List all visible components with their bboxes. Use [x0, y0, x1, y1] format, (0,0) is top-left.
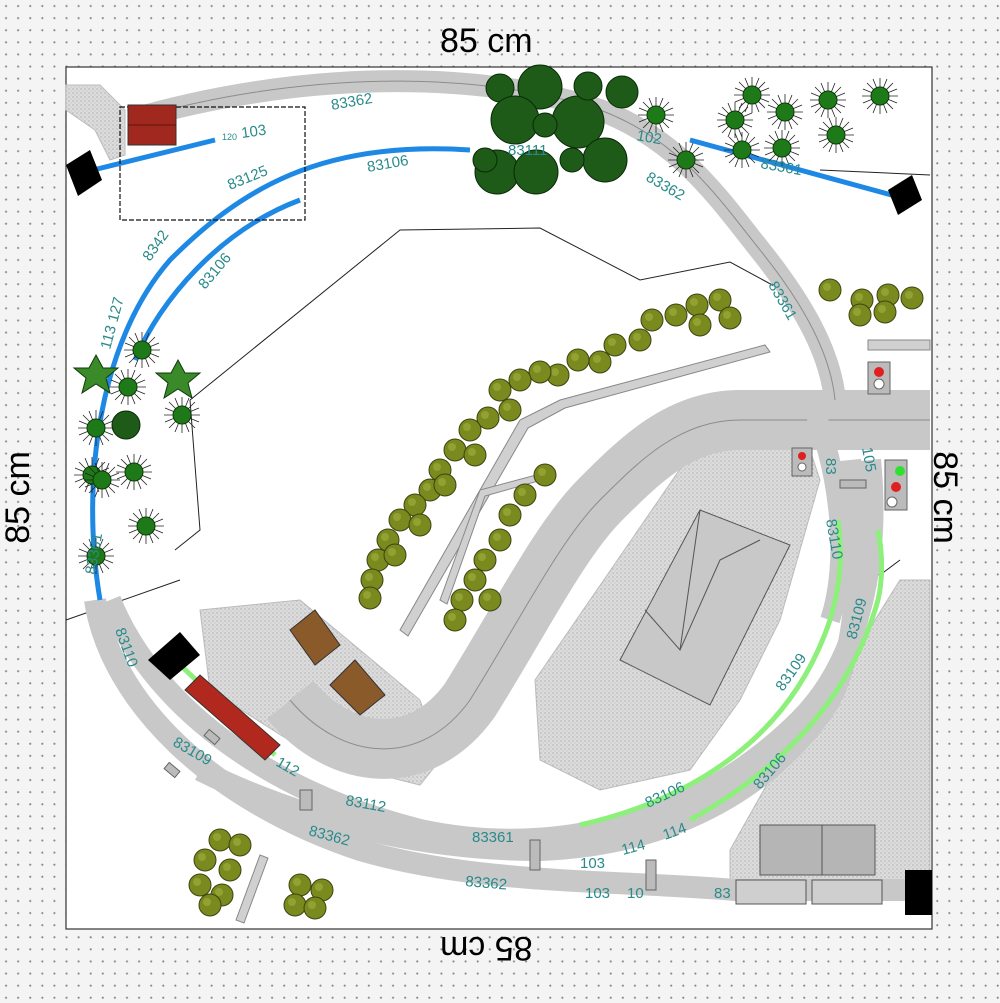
dimension-top: 85 cm [440, 22, 533, 60]
track-label: 103 [585, 885, 610, 902]
track-label: 83106 [366, 152, 410, 176]
track-label: 103 [580, 855, 605, 872]
railcar-2 [811, 879, 883, 905]
signals [791, 361, 908, 511]
buffer-stops [66, 150, 932, 915]
red-goods-shed [184, 674, 281, 761]
track-label: 83 [714, 885, 731, 902]
station-building [619, 509, 791, 706]
track-label: 83110 [822, 518, 846, 561]
grey-warehouse [759, 824, 876, 876]
brown-hut-2 [329, 659, 386, 716]
dimension-bottom: 85 cm [440, 929, 533, 967]
track-label: 83361 [82, 532, 106, 576]
road-centerline [289, 419, 930, 750]
track-label: 10 [627, 885, 644, 902]
buffer-stop-left [148, 632, 200, 680]
track-label: 105 [858, 446, 879, 474]
track-label: 103 [240, 122, 267, 142]
track-label: 83362 [465, 873, 508, 894]
tunnel-outline [119, 106, 306, 221]
railcar-1 [735, 879, 807, 905]
track-label: 114 [620, 836, 648, 859]
track-label: 120 [222, 132, 237, 142]
track-label: 83111 [508, 142, 548, 159]
buffer-stop-tl [66, 150, 102, 196]
track-label: 83 [822, 458, 839, 475]
accessories [163, 479, 867, 891]
dimension-right: 85 cm [925, 451, 964, 544]
yard-gravel-tl [65, 84, 126, 161]
track-label: 83361 [759, 155, 803, 179]
star-trees [72, 353, 202, 400]
dimension-left: 85 cm [0, 451, 37, 544]
buffer-stop-tr [888, 175, 922, 215]
buildings [127, 104, 883, 905]
track-label: 83112 [344, 792, 387, 816]
trees-top [111, 64, 639, 440]
brown-hut-1 [289, 609, 341, 666]
buffer-stop-br [905, 870, 932, 915]
track-label: 83361 [472, 829, 514, 846]
track-label: 102 [635, 127, 663, 148]
track-label: 83362 [330, 90, 374, 114]
